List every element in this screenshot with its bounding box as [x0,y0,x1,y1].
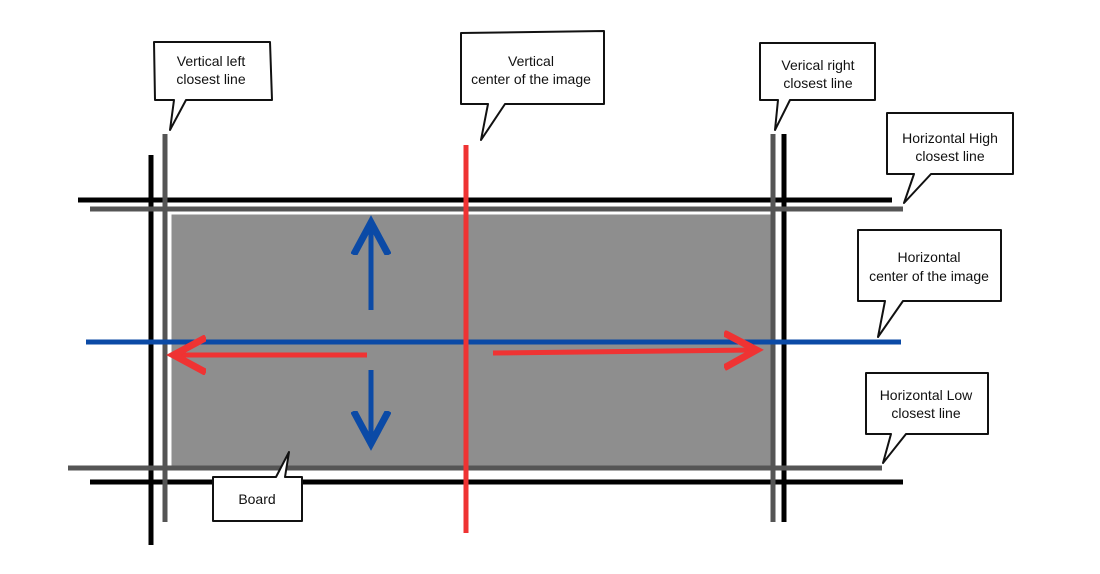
vertical-center-label-line2: center of the image [471,71,591,87]
horizontal-high-label-line1: Horizontal High [902,130,998,146]
horizontal-low-label-line2: closest line [891,405,960,421]
vertical-left-label-line1: Vertical left [177,53,246,69]
callout-vertical-right: Verical right closest line [759,42,876,131]
callout-vertical-center: Vertical center of the image [460,30,605,141]
vertical-center-label-line1: Vertical [508,53,554,69]
callout-horizontal-low: Horizontal Low closest line [865,372,989,464]
callout-horizontal-high: Horizontal High closest line [886,112,1014,204]
board-label: Board [238,491,275,507]
vertical-right-label-line2: closest line [783,75,852,91]
horizontal-center-label-line1: Horizontal [897,249,960,265]
callout-horizontal-center: Horizontal center of the image [857,229,1002,338]
horizontal-low-label-line1: Horizontal Low [880,387,973,403]
callout-board: Board [212,451,303,522]
arrow-right [492,350,754,353]
callout-vertical-left: Vertical left closest line [153,41,273,131]
vertical-left-label-line2: closest line [176,71,245,87]
horizontal-center-label-line2: center of the image [869,268,989,284]
horizontal-high-label-line2: closest line [915,148,984,164]
vertical-right-label-line1: Verical right [781,57,854,73]
